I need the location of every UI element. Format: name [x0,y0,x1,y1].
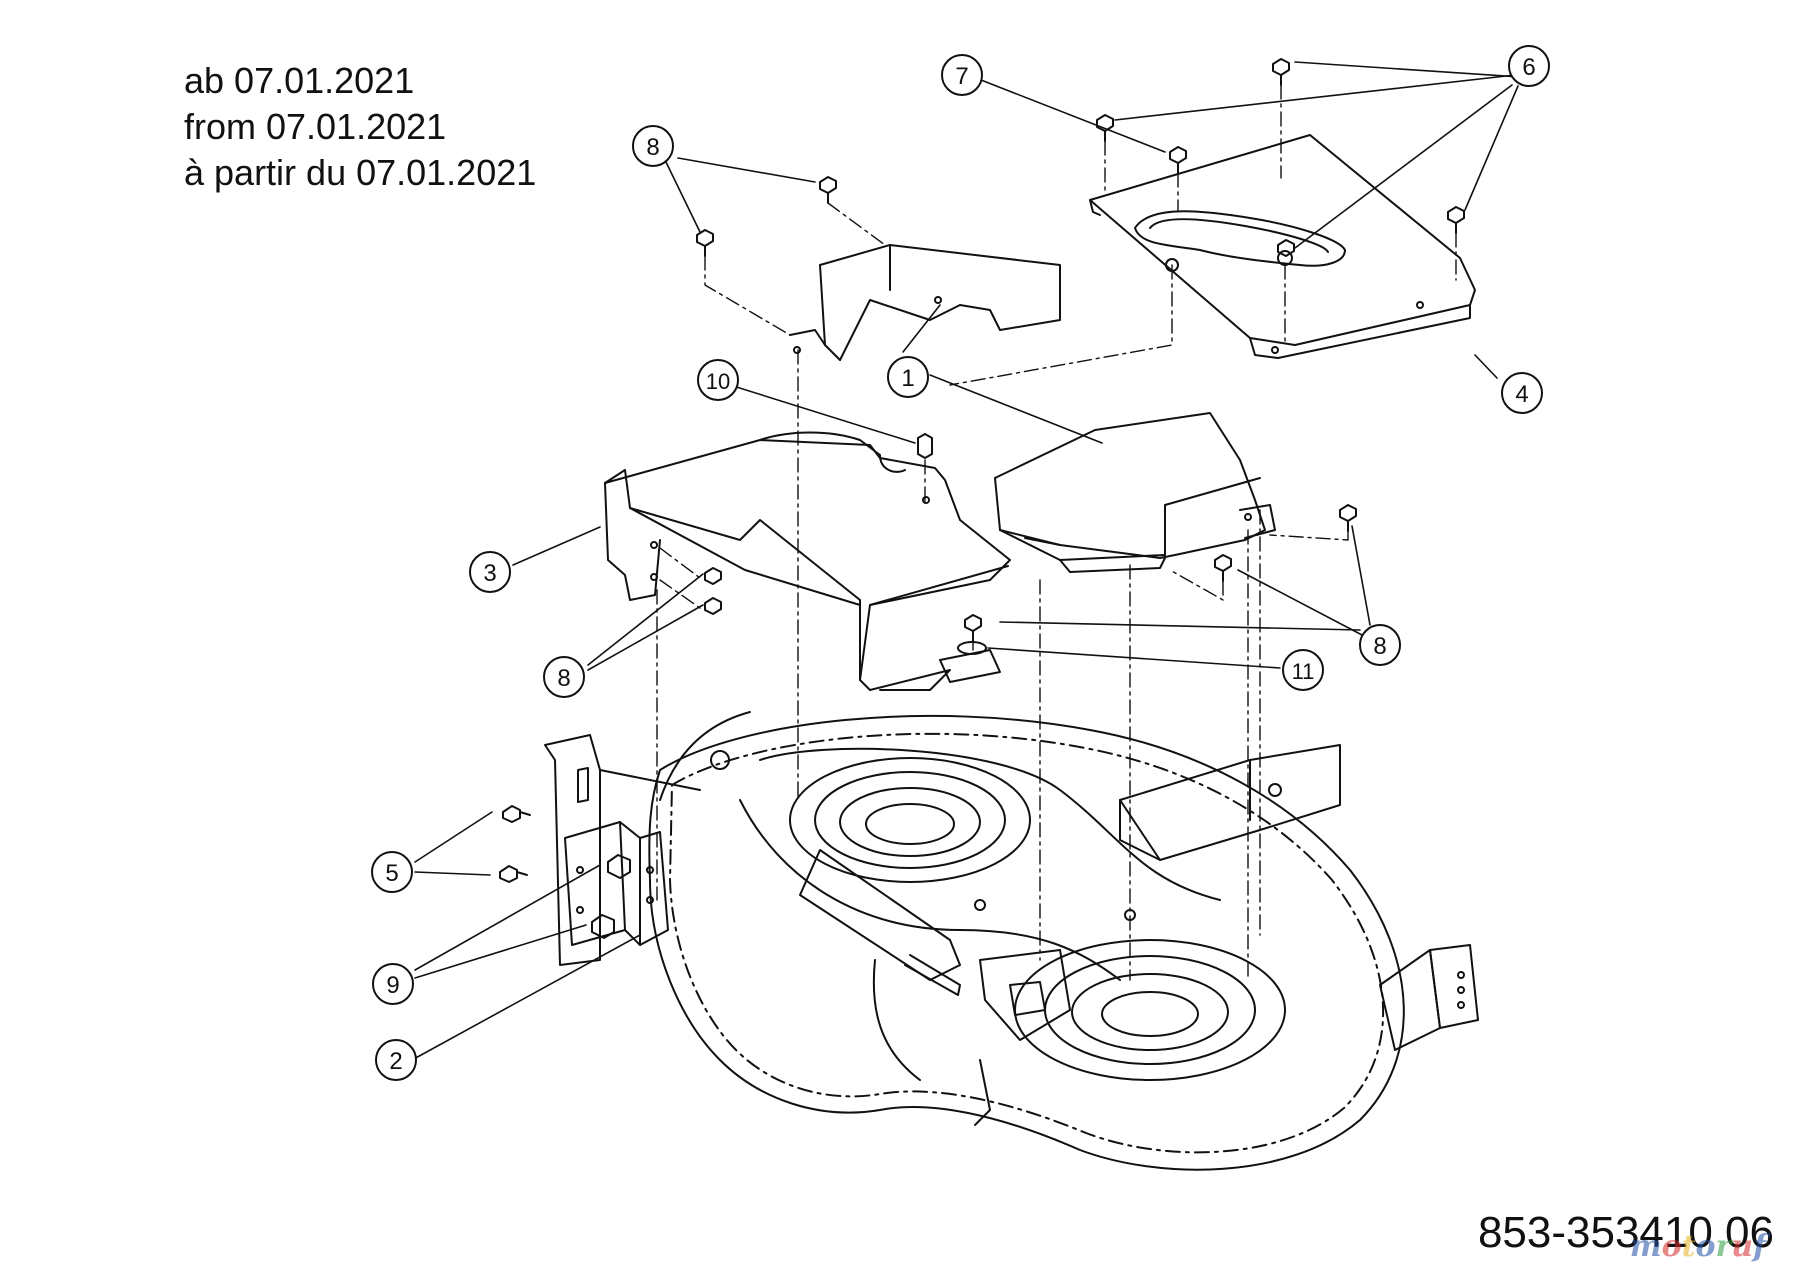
callout-2: 2 [375,1039,417,1081]
svg-text:10: 10 [706,369,730,394]
leader-lines [411,61,1536,1061]
callout-1: 1 [887,356,929,398]
callout-4: 4 [1501,372,1543,414]
part-9-nuts [591,854,631,939]
svg-text:5: 5 [385,860,398,887]
mower-deck [544,711,1479,1171]
callout-9: 9 [372,963,414,1005]
part-4-top-plate [1089,134,1476,359]
part-5-bolts [499,805,531,883]
svg-text:9: 9 [386,972,399,999]
watermark-letter: o [1695,1229,1716,1264]
callout-6: 6 [1508,45,1550,87]
svg-text:4: 4 [1515,381,1528,408]
svg-text:11: 11 [1292,659,1315,684]
svg-text:3: 3 [483,560,496,587]
svg-text:7: 7 [955,63,968,90]
svg-text:1: 1 [901,365,914,392]
callout-8-top: 8 [632,125,674,167]
assembly-center-lines [656,84,1457,981]
header-line-de: ab 07.01.2021 [184,60,415,101]
svg-text:8: 8 [557,665,570,692]
document-number: 853-353410 06 [1477,1208,1774,1257]
callout-8-left: 8 [543,656,585,698]
watermark-letter: t [1681,1229,1696,1264]
part-3-left-cover [604,431,1011,691]
callout-11: 11 [1282,649,1324,691]
watermark-letter: m [1629,1229,1662,1264]
callout-3: 3 [469,551,511,593]
watermark-logo: motoruf [1630,1229,1766,1264]
screws [696,58,1465,655]
callout-7: 7 [941,54,983,96]
svg-text:8: 8 [1373,633,1386,660]
svg-text:8: 8 [646,134,659,161]
callout-10: 10 [697,359,739,401]
svg-text:6: 6 [1522,54,1535,81]
callout-5: 5 [371,851,413,893]
watermark-letter: r [1715,1229,1732,1264]
svg-text:2: 2 [389,1048,402,1075]
header-line-fr: à partir du 07.01.2021 [184,152,537,193]
header-line-en: from 07.01.2021 [184,106,447,147]
callouts: 1 2 3 4 5 6 7 8 8 8 9 10 11 [371,45,1550,1081]
watermark-letter: o [1661,1229,1682,1264]
callout-8-right: 8 [1359,624,1401,666]
watermark-letter: u [1731,1229,1754,1264]
part-2-bracket [564,821,669,946]
part-1-covers [789,244,1276,573]
watermark-letter: f [1753,1229,1766,1264]
